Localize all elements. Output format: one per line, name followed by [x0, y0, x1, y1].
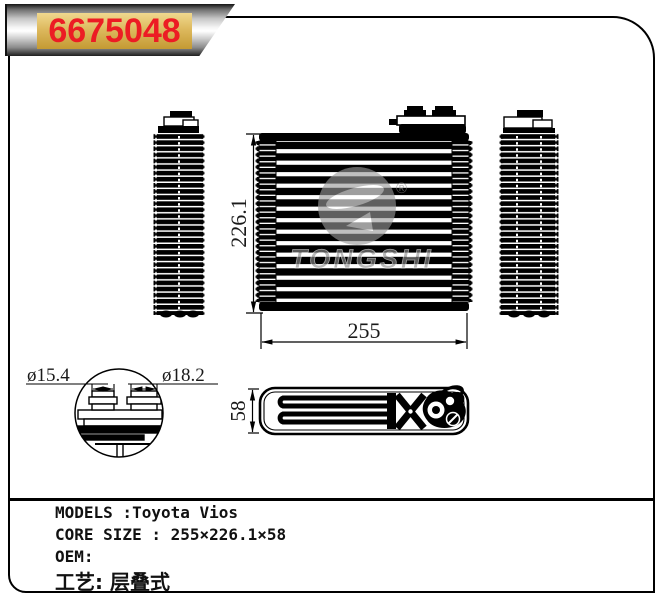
- spec-divider: [8, 498, 655, 501]
- part-number-banner: 6675048: [5, 4, 235, 56]
- right-side-view-drawing: [499, 110, 559, 318]
- depth-dimension: [248, 388, 259, 434]
- part-number-label: 6675048: [48, 12, 181, 50]
- part-number-plate: 6675048: [37, 13, 192, 49]
- depth-dimension-label: 58: [226, 401, 250, 422]
- drawing-frame: [8, 16, 655, 593]
- process-line: 工艺: 层叠式: [55, 570, 170, 594]
- front-view-fittings: [389, 106, 466, 134]
- top-view-drawing: [258, 385, 470, 436]
- large-port-dimension-label: ø18.2: [162, 365, 205, 386]
- height-dimension: [246, 133, 263, 314]
- core-size-line: CORE SIZE : 255×226.1×58: [55, 525, 287, 544]
- oem-line: OEM:: [55, 547, 94, 566]
- height-dimension-label: 226.1: [226, 198, 251, 248]
- port-detail-drawing: ø15.4 ø18.2: [26, 365, 218, 458]
- watermark-logo: ® TONGSHI: [290, 167, 434, 274]
- small-port-dimension-label: ø15.4: [27, 365, 70, 386]
- registered-icon: ®: [396, 180, 407, 197]
- left-side-view-drawing: [153, 111, 205, 318]
- width-dimension-label: 255: [348, 318, 381, 343]
- spec-block: MODELS :Toyota Vios CORE SIZE : 255×226.…: [55, 502, 286, 594]
- models-line: MODELS :Toyota Vios: [55, 503, 239, 522]
- watermark-text: TONGSHI: [290, 244, 434, 274]
- width-dimension: [260, 313, 468, 349]
